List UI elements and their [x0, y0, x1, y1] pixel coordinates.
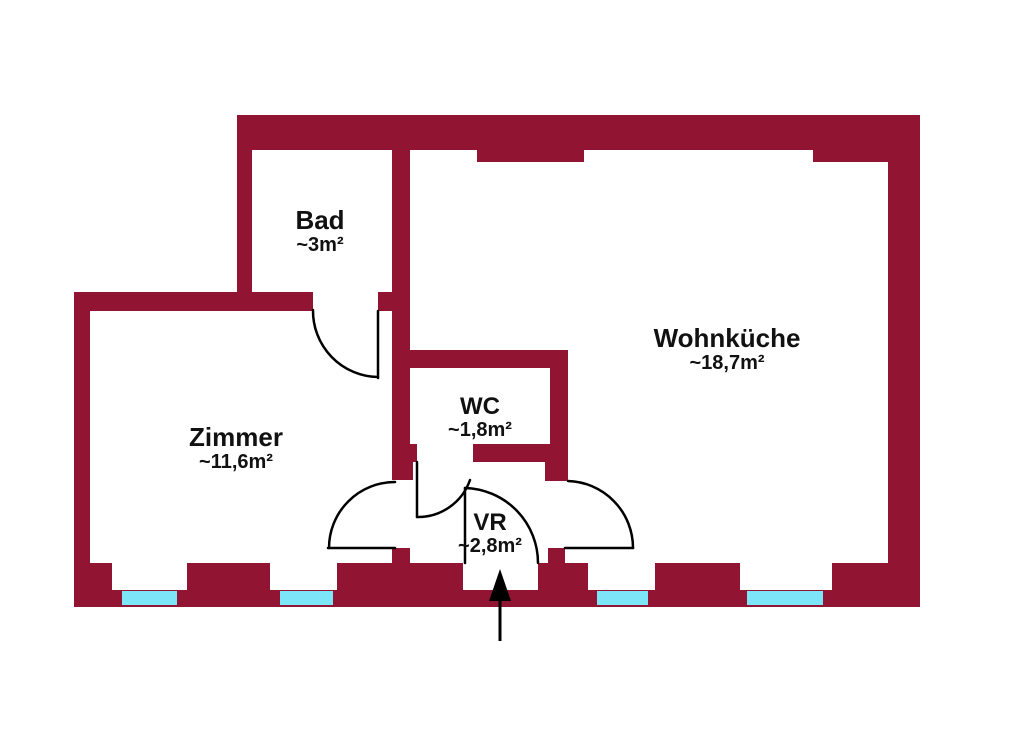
room-area: ~11,6m² [199, 451, 273, 473]
wall-segment-wc-bottom [473, 444, 568, 462]
room-name: Wohnküche [653, 323, 801, 353]
door-swing-wc [415, 460, 472, 519]
wall-jamb-vr-right [548, 548, 565, 564]
room-label-vr: VR ~2,8m² [458, 510, 522, 557]
wall-notch-top-left [477, 150, 584, 162]
door-swing-wohnkueche [563, 479, 635, 550]
entrance-arrow-icon [489, 569, 511, 641]
wall-segment-wc-top [410, 350, 568, 368]
wall-pillar [832, 563, 920, 590]
wall-jamb-central-bottom [392, 548, 410, 564]
wall-pillar [337, 563, 463, 590]
wall-jamb-bad-door [378, 292, 392, 311]
door-arc [566, 479, 635, 550]
wall-jamb-wc-door [408, 444, 417, 462]
windows [122, 591, 823, 605]
room-name: Bad [295, 205, 345, 235]
wall-segment-zimmer-top [74, 292, 313, 311]
window [747, 591, 823, 605]
room-label-wc: WC ~1,8m² [448, 394, 512, 441]
room-area: ~3m² [296, 234, 344, 256]
wall-segment-top [237, 115, 920, 150]
window [280, 591, 333, 605]
wall-pillar [187, 563, 270, 590]
door-arc [311, 308, 380, 379]
room-label-wohnkueche: Wohnküche ~18,7m² [654, 324, 801, 374]
entrance-arrow-head [489, 569, 511, 601]
wall-segment-right [888, 115, 920, 607]
door-swing-zimmer [326, 480, 397, 550]
room-name: Zimmer [189, 422, 283, 452]
wall-jamb-central-foot [392, 462, 413, 480]
window [597, 591, 648, 605]
wall-pillar [655, 563, 740, 590]
wall-segment-wc-right [550, 368, 568, 462]
room-name: WC [460, 393, 500, 420]
wall-pillar [538, 563, 588, 590]
room-area: ~2,8m² [458, 535, 522, 557]
wall-segment-left [74, 292, 90, 607]
room-area: ~18,7m² [689, 352, 765, 374]
room-label-bad: Bad ~3m² [295, 206, 344, 256]
room-name: VR [473, 509, 507, 536]
room-label-zimmer: Zimmer ~11,6m² [189, 423, 283, 473]
doors [311, 308, 635, 565]
door-arc [463, 486, 540, 565]
wall-notch-top-right [813, 150, 888, 162]
wall-segment-central [392, 115, 410, 462]
room-area: ~1,8m² [448, 419, 512, 441]
door-arc [327, 480, 397, 550]
door-swing-entrance [463, 486, 540, 565]
wall-segment-bad-left [237, 115, 252, 311]
wall-pillar [74, 563, 112, 590]
door-swing-bad [311, 308, 380, 380]
wall-jamb-wohnkueche-door [545, 462, 568, 481]
window [122, 591, 177, 605]
